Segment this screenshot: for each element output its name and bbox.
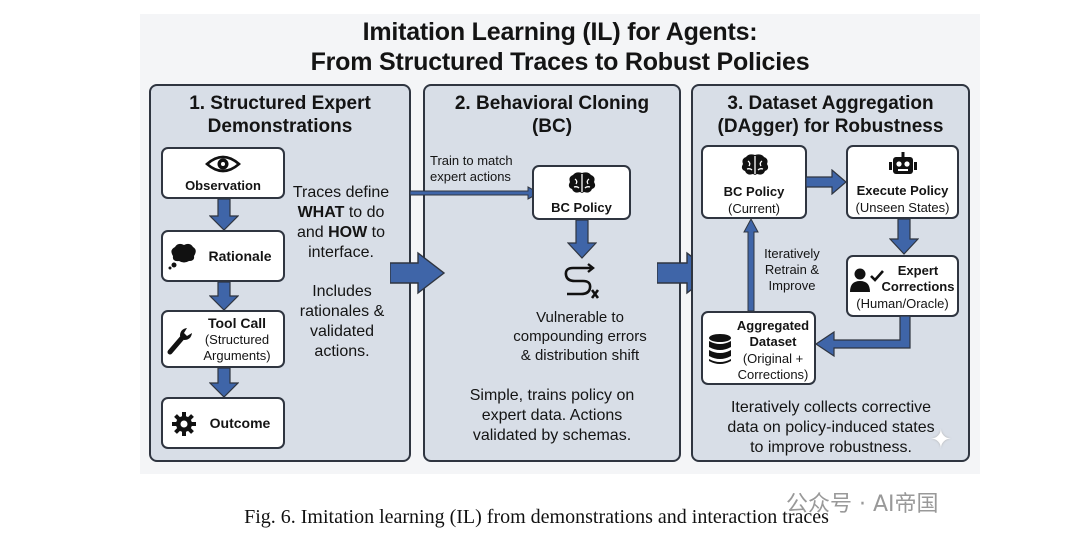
arrow-bc-to-execute — [806, 169, 847, 195]
thought-cloud-icon — [168, 243, 196, 270]
traces-what: WHAT — [297, 204, 345, 221]
rationale-label: Rationale — [208, 248, 272, 264]
observation-label: Observation — [185, 178, 261, 193]
arrow-execute-to-expert — [889, 219, 919, 255]
brain-icon — [741, 154, 769, 175]
panel1-to-panel2-arrow — [390, 251, 446, 295]
bc-summary-line1: Simple, trains policy on — [469, 387, 635, 404]
retrain-text: Iteratively Retrain & Improve — [756, 246, 828, 294]
dagger-summary-text: Iteratively collects corrective data on … — [698, 398, 964, 458]
bc-policy-current-sub: (Current) — [727, 201, 780, 216]
arrow-expert-to-dataset — [814, 316, 911, 358]
traces-line3-rest: to — [367, 224, 386, 241]
down-arrow-obs-rationale — [209, 199, 239, 231]
panel1-title-line2: Demonstrations — [207, 116, 353, 137]
gear-icon — [172, 412, 196, 436]
robot-icon — [889, 152, 917, 174]
traces-line1: Traces define — [292, 184, 390, 201]
eye-icon — [205, 155, 241, 173]
tool-call-box: Tool Call (Structured Arguments) — [161, 310, 285, 368]
traces-line2-rest: to do — [344, 204, 385, 221]
includes-line2: rationales & — [299, 303, 385, 320]
person-check-icon — [850, 268, 884, 292]
traces-text: Traces define WHAT to do and HOW to inte… — [286, 183, 396, 263]
execute-policy-box: Execute Policy (Unseen States) — [846, 145, 959, 219]
panel2-title-line1: 2. Behavioral Cloning — [454, 93, 650, 114]
drift-path-icon — [564, 263, 600, 299]
vulnerable-line2: compounding errors — [513, 328, 647, 345]
retrain-line3: Improve — [768, 278, 816, 293]
vulnerable-line3: & distribution shift — [520, 347, 640, 364]
retrain-line2: Retrain & — [764, 262, 820, 277]
bc-summary-line2: expert data. Actions — [481, 407, 623, 424]
bc-summary-text: Simple, trains policy on expert data. Ac… — [440, 386, 664, 446]
diagram-title-line2: From Structured Traces to Robust Policie… — [310, 48, 810, 76]
observation-box: Observation — [161, 147, 285, 199]
includes-line1: Includes — [312, 283, 372, 300]
panel3-title-line1: 3. Dataset Aggregation — [727, 93, 934, 114]
aggregated-dataset-sub2: Corrections) — [737, 367, 809, 382]
aggregated-dataset-line2: Dataset — [749, 334, 797, 349]
panel3-title-line2: (DAgger) for Robustness — [717, 116, 944, 137]
dagger-summary-line1: Iteratively collects corrective — [730, 399, 932, 416]
arrow-dataset-to-bc — [743, 218, 759, 312]
panel1-title-line1: 1. Structured Expert — [189, 93, 371, 114]
train-line1: Train to match — [430, 153, 513, 168]
expert-corrections-box: Expert Corrections (Human/Oracle) — [846, 255, 959, 317]
includes-text: Includes rationales & validated actions. — [290, 282, 394, 362]
vulnerable-text: Vulnerable to compounding errors & distr… — [500, 308, 660, 365]
execute-policy-title: Execute Policy — [856, 183, 949, 198]
train-arrow — [410, 186, 540, 200]
dagger-summary-line2: data on policy-induced states — [727, 419, 935, 436]
retrain-line1: Iteratively — [764, 246, 820, 261]
traces-line2: WHAT to do — [286, 203, 396, 223]
traces-how: HOW — [328, 224, 368, 241]
wrench-icon — [167, 328, 192, 355]
outcome-label: Outcome — [209, 415, 271, 431]
bc-policy-label: BC Policy — [551, 200, 612, 215]
figure-caption: Fig. 6. Imitation learning (IL) from dem… — [244, 506, 829, 528]
dagger-summary-line3: to improve robustness. — [750, 439, 912, 456]
train-line2: expert actions — [430, 169, 511, 184]
diagram-title-line1: Imitation Learning (IL) for Agents: — [362, 18, 758, 46]
rationale-box: Rationale — [161, 230, 285, 282]
expert-corrections-line1: Expert — [897, 263, 939, 278]
sparkle-icon: ✦ — [930, 424, 952, 454]
expert-corrections-sub: (Human/Oracle) — [856, 296, 949, 311]
database-icon — [709, 334, 731, 364]
includes-line4: actions. — [314, 343, 370, 360]
includes-line3: validated — [309, 323, 375, 340]
traces-line4: interface. — [308, 244, 374, 261]
outcome-box: Outcome — [161, 397, 285, 449]
train-text: Train to match expert actions — [430, 153, 530, 185]
bc-policy-current-title: BC Policy — [723, 184, 785, 199]
aggregated-dataset-sub1: (Original + — [742, 351, 804, 366]
down-arrow-bc-vulnerable — [567, 220, 597, 259]
panel2-title-line2: (BC) — [531, 116, 573, 137]
traces-line3-start: and — [296, 224, 329, 241]
bc-policy-current-box: BC Policy (Current) — [701, 145, 807, 219]
aggregated-dataset-box: Aggregated Dataset (Original + Correctio… — [701, 311, 816, 385]
tool-call-sub1: (Structured — [204, 332, 270, 347]
bc-summary-line3: validated by schemas. — [472, 427, 632, 444]
traces-line3: and HOW to — [286, 223, 396, 243]
tool-call-sub2: Arguments) — [203, 348, 271, 363]
tool-call-title: Tool Call — [207, 315, 267, 331]
down-arrow-rationale-toolcall — [209, 282, 239, 311]
execute-policy-sub: (Unseen States) — [855, 200, 950, 215]
brain-icon — [568, 172, 596, 193]
bc-policy-box: BC Policy — [532, 165, 631, 220]
down-arrow-toolcall-outcome — [209, 368, 239, 398]
watermark: 公众号 · AI帝国 — [786, 492, 939, 517]
aggregated-dataset-line1: Aggregated — [736, 318, 810, 333]
vulnerable-line1: Vulnerable to — [536, 309, 624, 326]
expert-corrections-line2: Corrections — [881, 279, 955, 294]
